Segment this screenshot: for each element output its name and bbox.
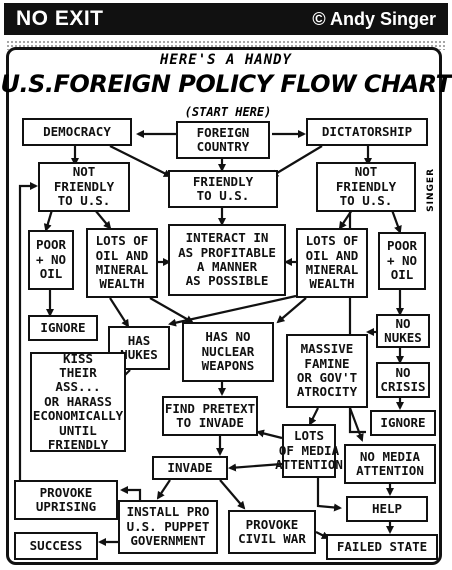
arrow-democracy-friendly <box>109 145 172 177</box>
node-lots-of-oil-left: LOTS OF OIL AND MINERAL WEALTH <box>86 228 158 298</box>
arrow-invade-puppet <box>156 479 171 500</box>
node-famine: MASSIVE FAMINE OR GOV'T ATROCITY <box>286 334 368 408</box>
header-banner: NO EXIT © Andy Singer <box>4 3 448 35</box>
arrow-oill-hasnukes <box>109 297 130 328</box>
node-no-nuclear: HAS NO NUCLEAR WEAPONS <box>182 322 274 382</box>
arrow-media-invade <box>228 462 283 472</box>
node-no-crisis: NO CRISIS <box>376 362 430 398</box>
arrow-dictatorship-friendly <box>270 145 323 178</box>
node-interact: INTERACT IN AS PROFITABLE A MANNER AS PO… <box>168 224 286 296</box>
node-dictatorship: DICTATORSHIP <box>306 118 428 146</box>
node-not-friendly-left: NOT FRIENDLY TO U.S. <box>38 162 130 212</box>
node-puppet-government: INSTALL PRO U.S. PUPPET GOVERNMENT <box>118 500 218 554</box>
node-no-nukes: NO NUKES <box>376 314 430 348</box>
start-here-label: (START HERE) <box>184 105 272 119</box>
node-ignore-left: IGNORE <box>28 315 98 341</box>
node-no-media: NO MEDIA ATTENTION <box>344 444 436 484</box>
arrow-media-pretext <box>256 429 283 440</box>
credit-label: © Andy Singer <box>312 9 436 29</box>
node-invade: INVADE <box>152 456 228 480</box>
node-not-friendly-right: NOT FRIENDLY TO U.S. <box>316 162 416 212</box>
node-ignore-right: IGNORE <box>370 410 436 436</box>
arrow-uprising-loop <box>18 182 38 480</box>
arrow-oilr-hasnukes <box>168 294 297 327</box>
node-media-attention: LOTS OF MEDIA ATTENTION <box>275 424 343 478</box>
node-poor-no-oil-right: POOR + NO OIL <box>378 232 426 290</box>
node-foreign-country: FOREIGN COUNTRY <box>176 121 270 159</box>
arrow-nfl-oil <box>94 209 112 230</box>
node-find-pretext: FIND PRETEXT TO INVADE <box>162 396 258 436</box>
node-help: HELP <box>346 496 428 522</box>
node-poor-no-oil-left: POOR + NO OIL <box>28 230 74 290</box>
arrow-puppet-uprising <box>120 486 142 500</box>
node-provoke-uprising: PROVOKE UPRISING <box>14 480 118 520</box>
node-civil-war: PROVOKE CIVIL WAR <box>228 510 316 554</box>
arrow-famine-media <box>309 407 319 426</box>
main-title: U.S.FOREIGN POLICY FLOW CHART <box>0 70 452 98</box>
node-success: SUCCESS <box>14 532 98 560</box>
node-kiss: KISS THEIR ASS... OR HARASS ECONOMICALLY… <box>30 351 126 452</box>
arrow-nfr-poor <box>390 209 402 234</box>
arrow-media-help <box>316 478 342 512</box>
stipple-texture <box>6 40 446 50</box>
arrow-famine-nomedia <box>348 407 364 442</box>
node-democracy: DEMOCRACY <box>22 118 132 146</box>
node-failed-state: FAILED STATE <box>326 534 438 560</box>
node-friendly: FRIENDLY TO U.S. <box>168 170 278 208</box>
arrow-oilr-nonuclear <box>276 297 307 324</box>
arrow-invade-civilwar <box>219 479 246 510</box>
arrow-nfl-poor <box>43 209 54 232</box>
node-lots-of-oil-right: LOTS OF OIL AND MINERAL WEALTH <box>296 228 368 298</box>
pre-title: HERE'S A HANDY <box>159 52 292 68</box>
arrow-oill-nonuclear <box>149 297 194 323</box>
brand-label: NO EXIT <box>16 7 104 30</box>
